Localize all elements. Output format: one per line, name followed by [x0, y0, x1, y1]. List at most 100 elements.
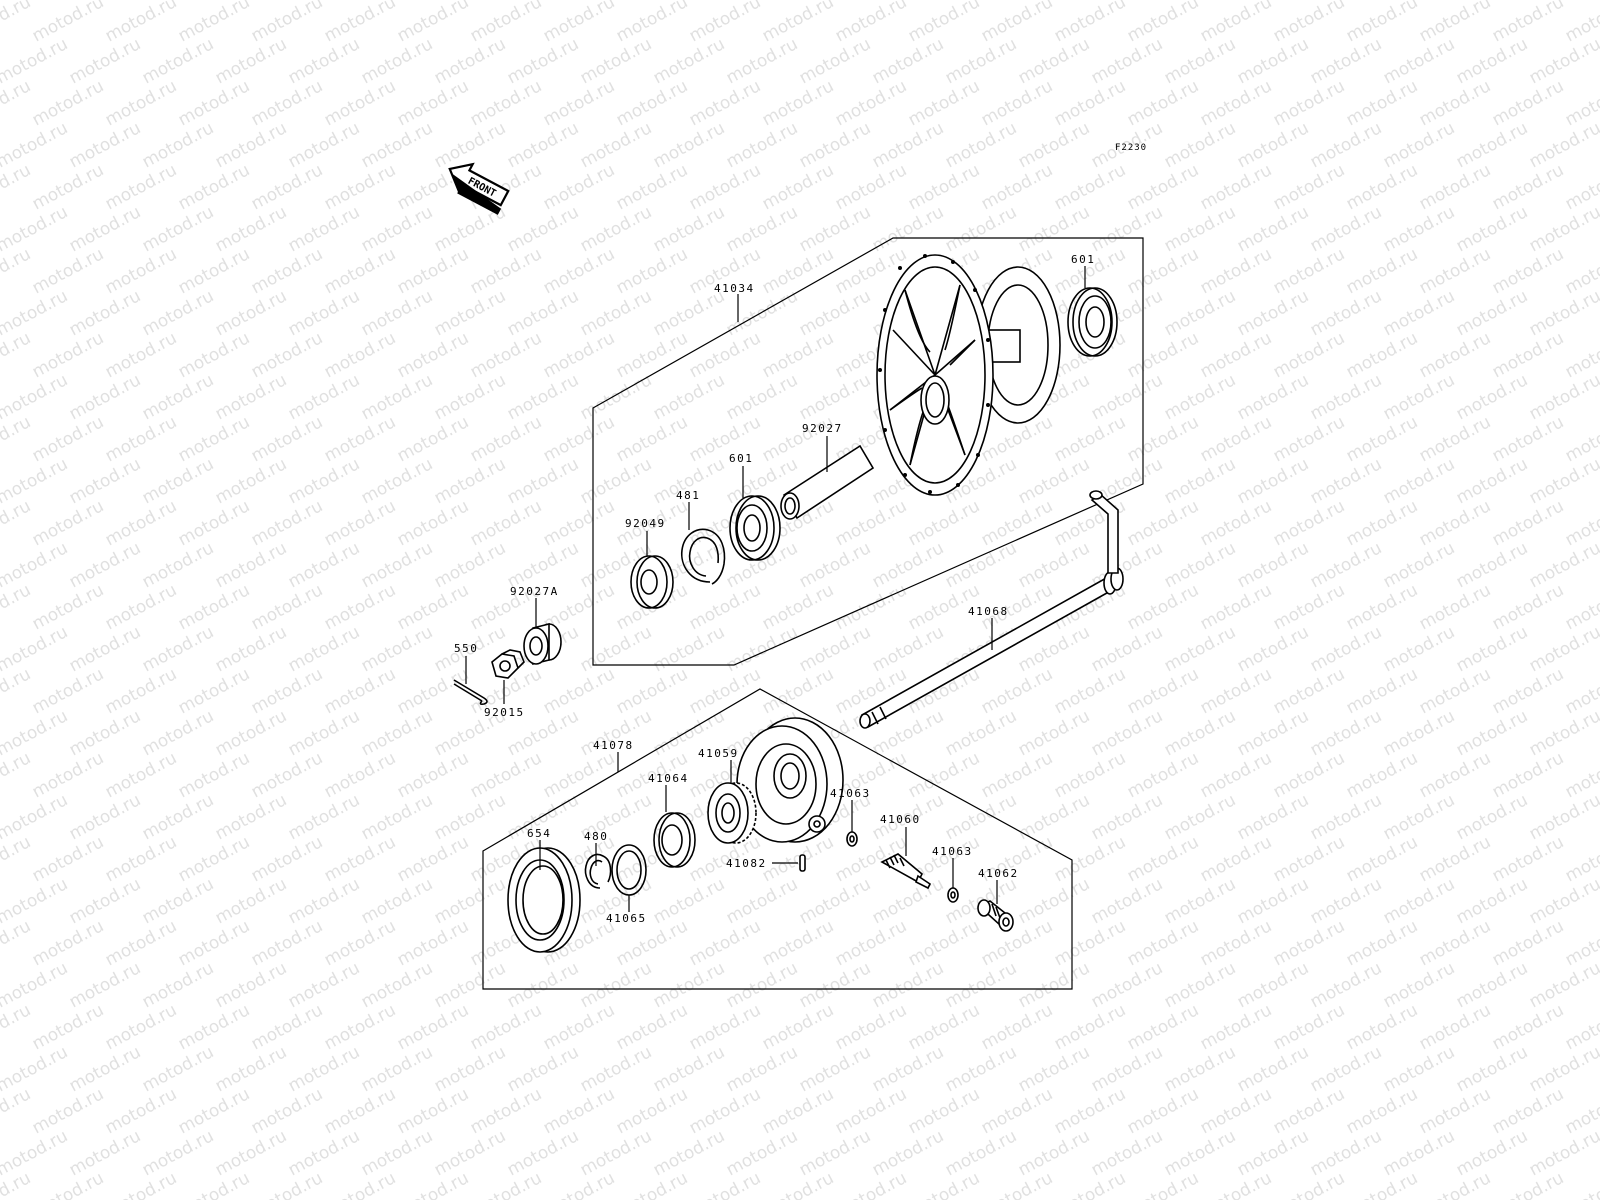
watermark-text: motod.ru — [1197, 916, 1275, 970]
watermark-text: motod.ru — [66, 454, 144, 508]
watermark-text: motod.ru — [1124, 76, 1202, 130]
watermark-text: motod.ru — [1307, 958, 1385, 1012]
watermark-text: motod.ru — [1197, 496, 1275, 550]
watermark-text: motod.ru — [1270, 244, 1348, 298]
watermark-text: motod.ru — [66, 874, 144, 928]
watermark-text: motod.ru — [1234, 958, 1312, 1012]
watermark-text: motod.ru — [1270, 1168, 1348, 1200]
watermark-text: motod.ru — [1416, 160, 1494, 214]
watermark-text: motod.ru — [613, 664, 691, 718]
watermark-text: motod.ru — [285, 706, 363, 760]
watermark-text: motod.ru — [796, 202, 874, 256]
watermark-text: motod.ru — [175, 160, 253, 214]
watermark-text: motod.ru — [1526, 958, 1600, 1012]
watermark-text: motod.ru — [212, 34, 290, 88]
watermark-text: motod.ru — [139, 370, 217, 424]
watermark-text: motod.ru — [1380, 622, 1458, 676]
watermark-text: motod.ru — [577, 454, 655, 508]
watermark-text: motod.ru — [1234, 202, 1312, 256]
watermark-text: motod.ru — [212, 286, 290, 340]
watermark-text: motod.ru — [650, 118, 728, 172]
watermark-text: motod.ru — [248, 412, 326, 466]
watermark-text: motod.ru — [1161, 622, 1239, 676]
watermark-text: motod.ru — [66, 1042, 144, 1096]
label-41063-a: 41063 — [830, 787, 871, 800]
watermark-text: motod.ru — [1343, 1168, 1421, 1200]
watermark-text: motod.ru — [759, 1168, 837, 1200]
watermark-text: motod.ru — [1161, 790, 1239, 844]
watermark-text: motod.ru — [248, 496, 326, 550]
watermark-text: motod.ru — [613, 412, 691, 466]
watermark-text: motod.ru — [1453, 622, 1531, 676]
watermark-text: motod.ru — [467, 1168, 545, 1200]
watermark-text: motod.ru — [1453, 538, 1531, 592]
watermark-text: motod.ru — [1489, 496, 1567, 550]
watermark-text: motod.ru — [1416, 580, 1494, 634]
pinion-41060-drawing — [880, 853, 932, 890]
watermark-text: motod.ru — [1416, 832, 1494, 886]
watermark-text: motod.ru — [1124, 1000, 1202, 1054]
watermark-text: motod.ru — [650, 202, 728, 256]
watermark-text: motod.ru — [759, 1084, 837, 1138]
watermark-text: motod.ru — [467, 0, 545, 46]
watermark-text: motod.ru — [358, 1126, 436, 1180]
watermark-text: motod.ru — [1526, 706, 1600, 760]
watermark-text: motod.ru — [686, 160, 764, 214]
watermark-text: motod.ru — [759, 244, 837, 298]
watermark-text: motod.ru — [1015, 1042, 1093, 1096]
watermark-text: motod.ru — [1343, 664, 1421, 718]
watermark-text: motod.ru — [1161, 706, 1239, 760]
watermark-text: motod.ru — [139, 34, 217, 88]
watermark-text: motod.ru — [686, 0, 764, 46]
watermark-text: motod.ru — [321, 496, 399, 550]
watermark-text: motod.ru — [1307, 454, 1385, 508]
watermark-text: motod.ru — [102, 76, 180, 130]
watermark-text: motod.ru — [29, 0, 107, 46]
label-92027: 92027 — [802, 422, 843, 435]
watermark-text: motod.ru — [1234, 538, 1312, 592]
watermark-text: motod.ru — [212, 958, 290, 1012]
watermark-text: motod.ru — [29, 580, 107, 634]
watermark-text: motod.ru — [394, 1084, 472, 1138]
watermark-text: motod.ru — [321, 1168, 399, 1200]
watermark-text: motod.ru — [686, 1000, 764, 1054]
watermark-text: motod.ru — [66, 286, 144, 340]
watermark-text: motod.ru — [869, 34, 947, 88]
watermark-text: motod.ru — [1380, 1042, 1458, 1096]
watermark-text: motod.ru — [1197, 328, 1275, 382]
watermark-text: motod.ru — [1088, 874, 1166, 928]
watermark-text: motod.ru — [139, 790, 217, 844]
watermark-text: motod.ru — [358, 790, 436, 844]
watermark-text: motod.ru — [1124, 496, 1202, 550]
watermark-text: motod.ru — [942, 706, 1020, 760]
gear-assembly-box — [482, 688, 1073, 990]
watermark-text: motod.ru — [540, 1000, 618, 1054]
watermark-text: motod.ru — [1343, 0, 1421, 46]
watermark-text: motod.ru — [1526, 874, 1600, 928]
watermark-text: motod.ru — [102, 160, 180, 214]
watermark-text: motod.ru — [905, 76, 983, 130]
watermark-text: motod.ru — [139, 874, 217, 928]
watermark-text: motod.ru — [248, 664, 326, 718]
watermark-text: motod.ru — [1270, 1000, 1348, 1054]
watermark-text: motod.ru — [1489, 244, 1567, 298]
watermark-text: motod.ru — [175, 244, 253, 298]
watermark-text: motod.ru — [285, 1126, 363, 1180]
watermark-text: motod.ru — [29, 160, 107, 214]
seal-654-drawing — [507, 847, 581, 953]
watermark-text: motod.ru — [1051, 832, 1129, 886]
watermark-text: motod.ru — [504, 118, 582, 172]
watermark-text: motod.ru — [1489, 664, 1567, 718]
watermark-text: motod.ru — [613, 0, 691, 46]
watermark-text: motod.ru — [942, 790, 1020, 844]
watermark-text: motod.ru — [1380, 202, 1458, 256]
watermark-text: motod.ru — [504, 1126, 582, 1180]
watermark-text: motod.ru — [1380, 874, 1458, 928]
watermark-text: motod.ru — [1270, 1084, 1348, 1138]
watermark-text: motod.ru — [29, 916, 107, 970]
watermark-text: motod.ru — [431, 34, 509, 88]
watermark-text: motod.ru — [1234, 286, 1312, 340]
watermark-text: motod.ru — [1489, 412, 1567, 466]
watermark-text: motod.ru — [796, 1126, 874, 1180]
watermark-text: motod.ru — [1197, 1084, 1275, 1138]
